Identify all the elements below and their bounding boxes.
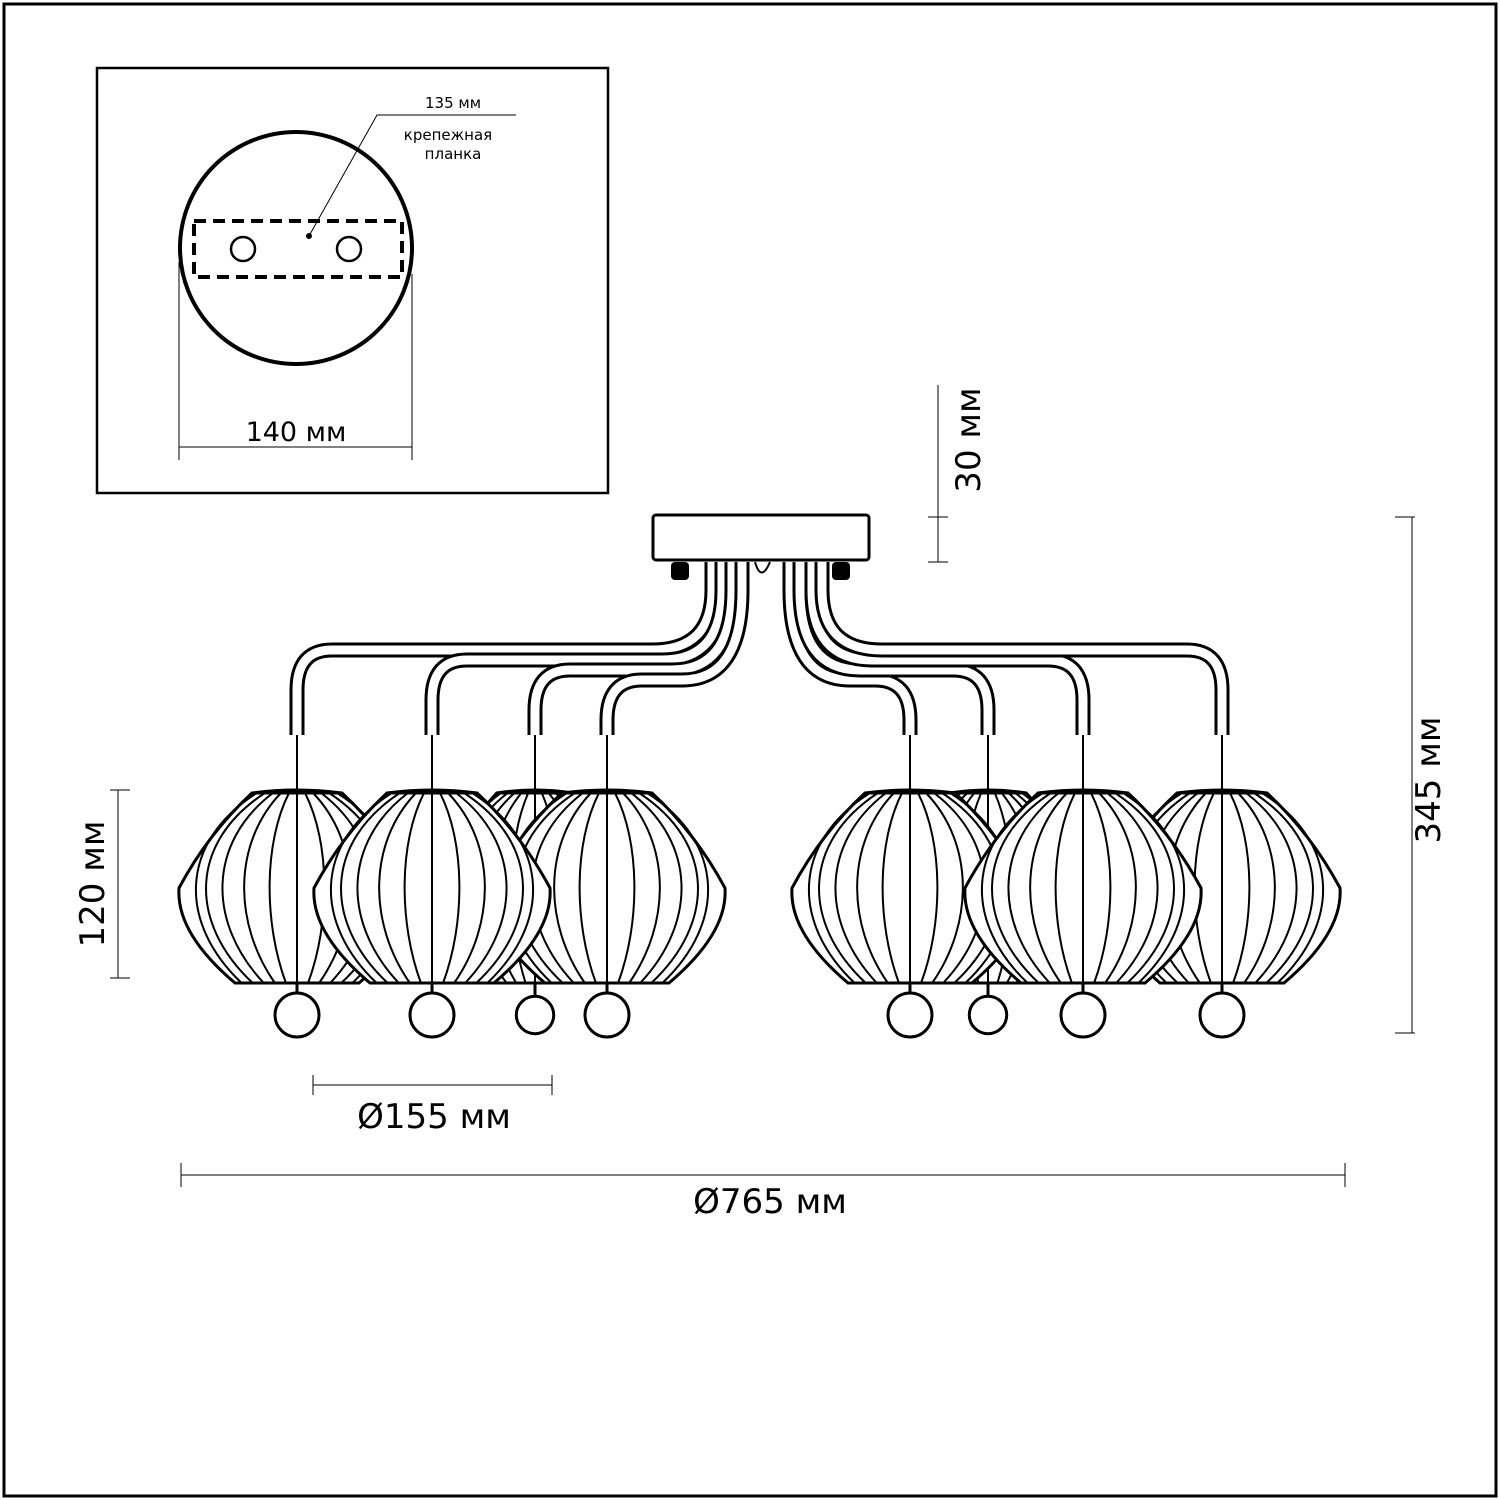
- arm: [527, 562, 740, 735]
- shade-rib: [1261, 792, 1325, 984]
- shade-cap: [561, 788, 653, 795]
- shade-rib: [917, 792, 939, 984]
- bulb: [514, 994, 556, 1036]
- shade-rib: [622, 792, 661, 984]
- total-height-label: 345 мм: [1409, 716, 1449, 843]
- total-diameter-label: Ø765 мм: [693, 1182, 847, 1222]
- shade-rib: [1237, 792, 1276, 984]
- shade-cap: [949, 788, 1027, 795]
- shade-rib: [439, 792, 461, 984]
- shade-rib: [243, 792, 282, 984]
- dimensions: 30 мм 345 мм 120 мм Ø155 мм Ø765 мм: [73, 385, 1449, 1222]
- shade-rib: [1245, 792, 1298, 984]
- inset-frame: [95, 66, 610, 495]
- canopy-body: [651, 513, 871, 562]
- shade-rib: [925, 792, 964, 984]
- shade-rib: [1007, 792, 1060, 984]
- arms: [289, 562, 1230, 735]
- shade-rib: [856, 792, 895, 984]
- center-stud: [754, 561, 771, 574]
- shade-cap: [251, 788, 343, 795]
- shade-rib: [807, 792, 871, 984]
- bulb: [1198, 991, 1246, 1039]
- shade-rib: [991, 792, 1052, 984]
- shade-rib: [1029, 792, 1068, 984]
- shade-rib: [980, 792, 1044, 984]
- shade-rib: [553, 792, 592, 984]
- shade-rib: [455, 792, 508, 984]
- arm: [804, 562, 1091, 735]
- shade-rib: [378, 792, 417, 984]
- arm: [599, 562, 750, 735]
- shade-rib: [194, 792, 258, 984]
- shade-rib: [1098, 792, 1137, 984]
- shade-rib: [646, 792, 710, 984]
- shade-rib: [1106, 792, 1159, 984]
- shade-rib: [834, 792, 887, 984]
- shade-cap: [1176, 788, 1268, 795]
- arm: [424, 562, 730, 735]
- shade-rib: [403, 792, 425, 984]
- bulb: [583, 991, 631, 1039]
- bulb: [408, 991, 456, 1039]
- canopy-diameter-label: 140 мм: [246, 417, 347, 448]
- arm: [782, 562, 918, 735]
- shade-diameter-label: Ø155 мм: [357, 1097, 511, 1137]
- screw-hole-right: [335, 235, 363, 263]
- canopy-height-label: 30 мм: [949, 387, 989, 492]
- shade-cap: [864, 788, 956, 795]
- plate-label-2: планка: [425, 145, 482, 163]
- canopy: [651, 513, 871, 580]
- nut-right: [832, 562, 850, 580]
- lamp: [312, 735, 552, 1039]
- shade-rib: [356, 792, 409, 984]
- shade-cap: [1037, 788, 1129, 795]
- bulb: [967, 994, 1009, 1036]
- leader-line: [308, 114, 516, 237]
- shade-rib: [1122, 792, 1186, 984]
- shade-rib: [1114, 792, 1175, 984]
- arm: [289, 562, 720, 735]
- bulb: [1059, 991, 1107, 1039]
- lamp: [963, 735, 1203, 1039]
- shade-rib: [221, 792, 274, 984]
- shade-rib: [447, 792, 486, 984]
- arm: [792, 562, 996, 735]
- nut-left: [671, 562, 689, 580]
- shade-rib: [630, 792, 683, 984]
- shade-rib: [1229, 792, 1251, 984]
- bulb: [273, 991, 321, 1039]
- shade-rib: [329, 792, 393, 984]
- shade-rib: [578, 792, 600, 984]
- shade-height-label: 120 мм: [73, 820, 113, 947]
- shade-cap: [386, 788, 478, 795]
- bulb: [886, 991, 934, 1039]
- shade-rib: [205, 792, 266, 984]
- shade-rib: [268, 792, 290, 984]
- lamps: [177, 735, 1342, 1039]
- canopy-circle: [178, 130, 414, 366]
- shade-rib: [818, 792, 879, 984]
- mounting-inset: 135 мм крепежная планка 140 мм: [95, 66, 610, 495]
- shade-rib: [638, 792, 699, 984]
- plate-width-label: 135 мм: [425, 94, 481, 112]
- shade-rib: [614, 792, 636, 984]
- shade-rib: [471, 792, 535, 984]
- shade-rib: [340, 792, 401, 984]
- arm: [814, 562, 1230, 735]
- shade-rib: [1090, 792, 1112, 984]
- screw-hole-left: [229, 235, 257, 263]
- plate-label-1: крепежная: [404, 126, 492, 144]
- shade-rib: [463, 792, 524, 984]
- shade-rib: [1054, 792, 1076, 984]
- shade-rib: [1253, 792, 1314, 984]
- mounting-plate: [192, 219, 404, 279]
- shade-rib: [881, 792, 903, 984]
